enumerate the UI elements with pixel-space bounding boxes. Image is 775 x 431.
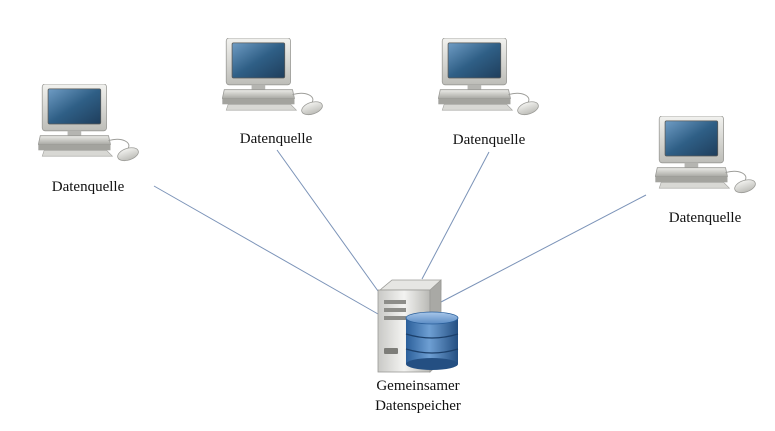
database-server-icon xyxy=(377,279,459,373)
server-node: Gemeinsamer Datenspeicher xyxy=(375,279,461,414)
desktop-computer-icon xyxy=(38,84,141,162)
desktop-computer-icon xyxy=(222,38,325,116)
desktop-computer-icon xyxy=(655,116,758,194)
server-label-line2: Datenspeicher xyxy=(375,398,461,414)
edge-client-3 xyxy=(421,151,490,280)
desktop-computer-icon xyxy=(438,38,541,116)
client-node-2: Datenquelle xyxy=(222,38,325,147)
node-label: Datenquelle xyxy=(669,210,742,226)
client-node-4: Datenquelle xyxy=(655,116,758,226)
client-node-1: Datenquelle xyxy=(38,84,141,195)
client-node-3: Datenquelle xyxy=(438,38,541,148)
node-label: Datenquelle xyxy=(240,131,313,147)
server-label-line1: Gemeinsamer xyxy=(376,378,459,394)
node-label: Datenquelle xyxy=(52,179,125,195)
edge-client-4 xyxy=(440,194,647,303)
edge-client-1 xyxy=(153,185,379,315)
node-label: Datenquelle xyxy=(453,132,526,148)
edge-client-2 xyxy=(276,149,379,292)
connections xyxy=(153,149,647,315)
